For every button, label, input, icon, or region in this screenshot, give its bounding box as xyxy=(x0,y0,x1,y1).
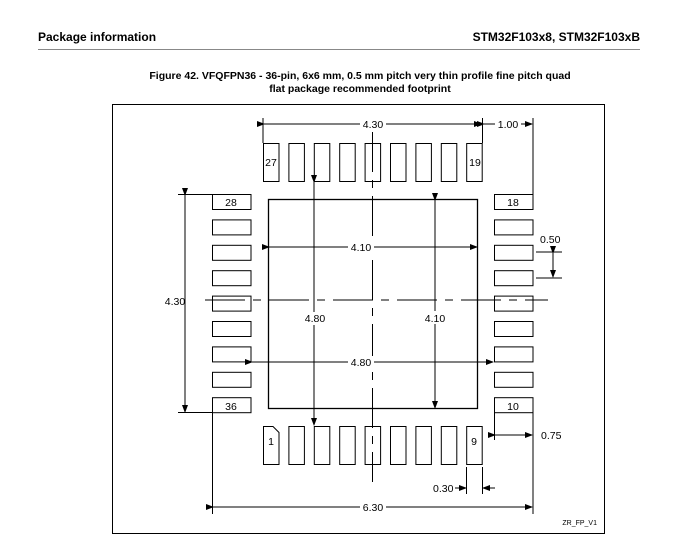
dim-span-vertical: 4.80 xyxy=(305,313,326,325)
pin-19-label: 19 xyxy=(469,157,481,169)
figure-caption-line2: flat package recommended footprint xyxy=(269,83,451,95)
pad-bottom xyxy=(339,426,356,465)
dim-top-right: 1.00 xyxy=(498,119,519,131)
pad-bottom xyxy=(466,426,483,465)
pin-18-label: 18 xyxy=(507,197,519,209)
pin-labels: 27 19 28 18 36 10 1 9 xyxy=(225,157,519,448)
pad-top xyxy=(263,143,280,182)
pad-left xyxy=(212,219,252,236)
figure-ref-id: ZR_FP_V1 xyxy=(562,520,597,527)
pin-1-label: 1 xyxy=(268,436,274,448)
pad-left xyxy=(212,194,252,210)
pad-left xyxy=(212,244,252,261)
dimension-lines xyxy=(178,118,562,514)
dim-pad-width-inner: 4.10 xyxy=(351,242,372,254)
header-section-title: Package information xyxy=(38,30,157,44)
pad-bottom xyxy=(313,426,331,465)
pad-left xyxy=(212,346,252,363)
center-lines xyxy=(205,132,548,482)
dimension-labels: 4.30 1.00 4.30 4.10 4.80 4.10 4.80 0.50 … xyxy=(165,118,597,527)
pin-9-label: 9 xyxy=(471,436,477,448)
pad-right xyxy=(494,194,534,210)
pad-right xyxy=(494,397,534,414)
pad-top xyxy=(288,143,305,182)
pad-pin1 xyxy=(263,426,280,465)
pad-bottom xyxy=(440,426,458,465)
pad-bottom xyxy=(415,426,432,465)
pad-left xyxy=(212,397,252,414)
pad-right xyxy=(494,346,534,363)
pad-left xyxy=(212,371,252,388)
pad-right xyxy=(494,321,534,337)
dim-pitch: 0.50 xyxy=(540,234,561,246)
figure-frame xyxy=(112,104,605,534)
pad-top xyxy=(390,143,407,182)
pad-bottom xyxy=(288,426,305,465)
dim-span-horizontal: 4.80 xyxy=(351,357,372,369)
dim-overall: 6.30 xyxy=(363,502,384,514)
header-divider xyxy=(38,49,640,50)
dim-pad-length: 0.75 xyxy=(541,430,562,442)
header-part-number: STM32F103x8, STM32F103xB xyxy=(472,30,640,44)
pad-top xyxy=(415,143,432,182)
pad-right xyxy=(494,244,534,261)
dim-left-height: 4.30 xyxy=(165,296,186,308)
dim-pad-width: 0.30 xyxy=(433,483,454,495)
pad-top xyxy=(339,143,356,182)
pin-10-label: 10 xyxy=(507,401,519,413)
pad-bottom xyxy=(390,426,407,465)
pin-36-label: 36 xyxy=(225,401,237,413)
pad-top xyxy=(466,143,483,182)
figure-caption-line1: Figure 42. VFQFPN36 - 36-pin, 6x6 mm, 0.… xyxy=(149,70,571,82)
pad-left xyxy=(212,295,252,312)
pad-top xyxy=(313,143,331,182)
pad-right xyxy=(494,371,534,388)
pad-right xyxy=(494,219,534,236)
pad-right xyxy=(494,270,534,287)
dim-top-width: 4.30 xyxy=(363,119,384,131)
pad-left xyxy=(212,321,252,337)
pin-28-label: 28 xyxy=(225,197,237,209)
dim-pad-height-inner: 4.10 xyxy=(425,313,446,325)
pin-27-label: 27 xyxy=(265,157,277,169)
pad-left xyxy=(212,270,252,287)
pad-top xyxy=(440,143,458,182)
pad-right xyxy=(494,295,534,312)
